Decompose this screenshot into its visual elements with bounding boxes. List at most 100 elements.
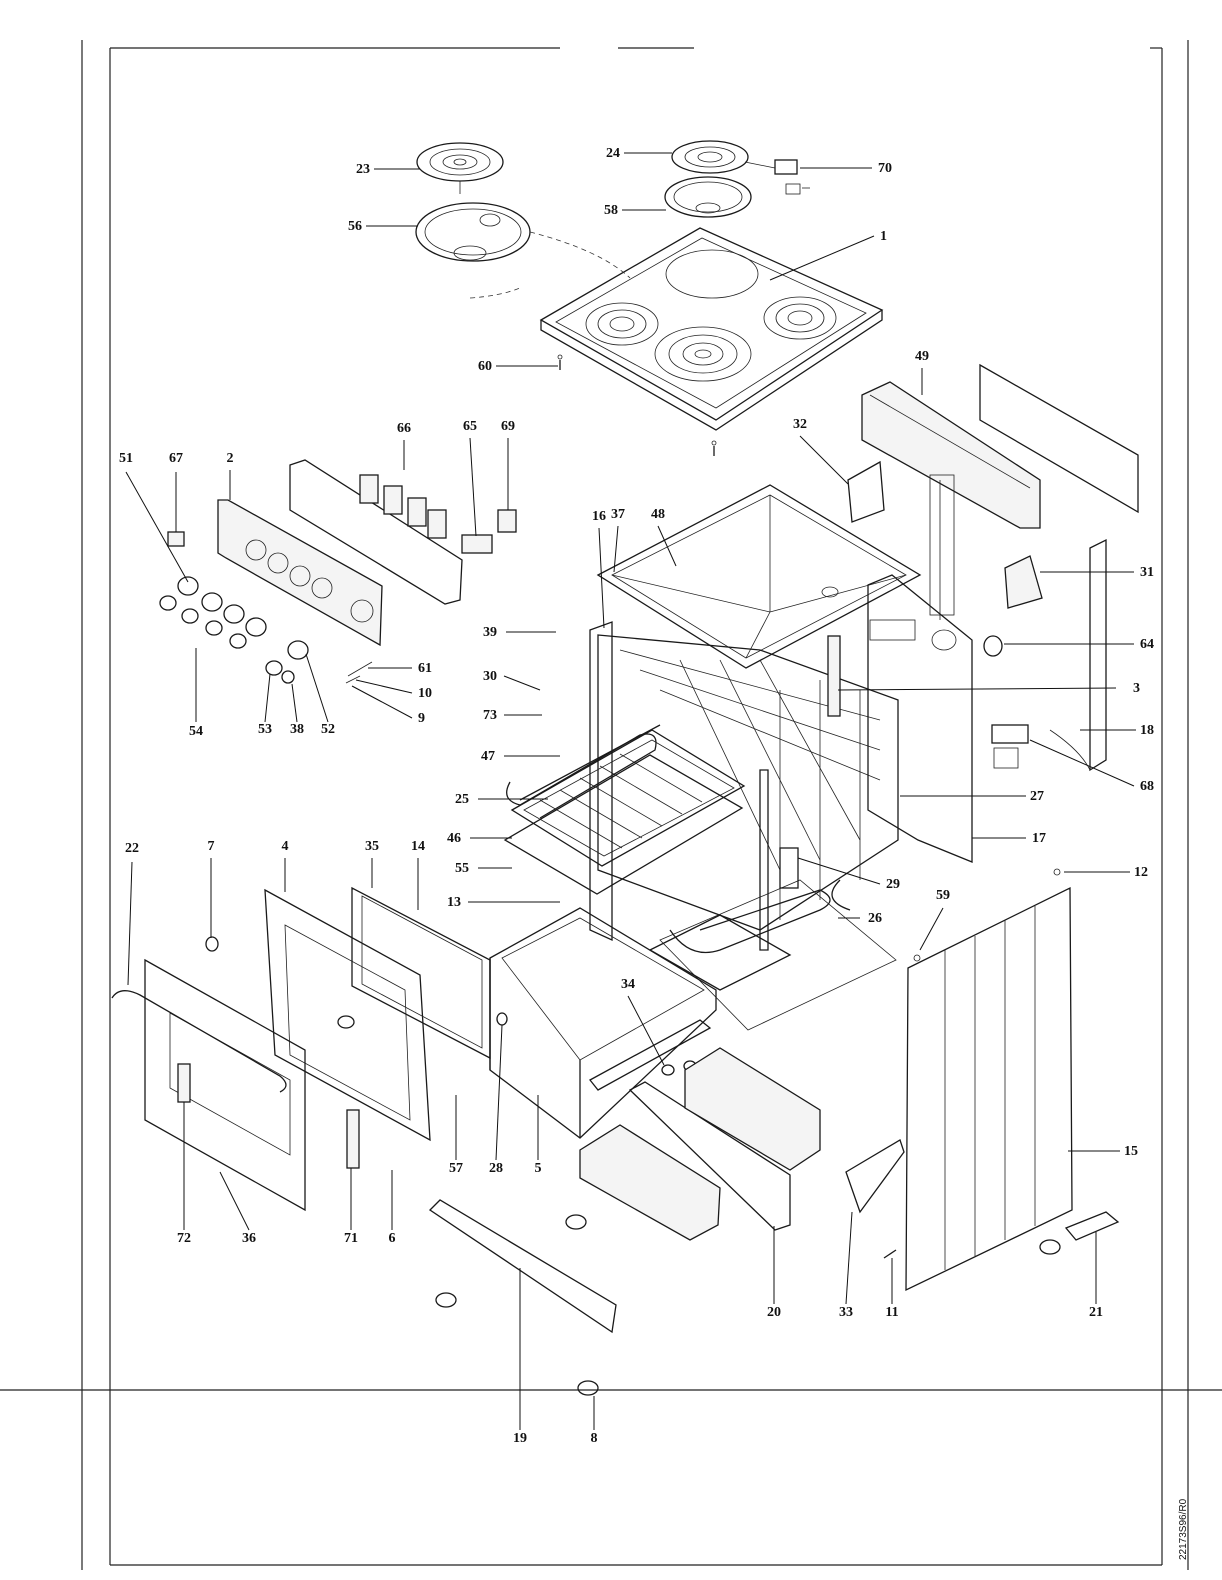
backguard [862,365,1138,615]
assembly-path-2 [470,288,520,298]
leader-line-65 [470,438,476,536]
callout-20: 20 [767,1305,781,1320]
callout-39: 39 [483,625,497,640]
callout-8: 8 [591,1431,598,1446]
oven-liner-insulation [598,635,898,930]
door-hinge-right [347,1110,359,1168]
callout-17: 17 [1032,831,1046,846]
callout-26: 26 [868,911,882,926]
drip-bowl-large [416,203,530,261]
oven-racks [505,730,744,894]
callout-12: 12 [1134,865,1148,880]
assembly-path-1 [530,232,630,278]
door-hinge-left [178,1064,190,1102]
callout-10: 10 [418,686,432,701]
side-panel-left [906,888,1072,1290]
callout-47: 47 [481,749,495,764]
callout-59: 59 [936,888,950,903]
leveling-leg [436,1215,1060,1395]
callout-64: 64 [1140,637,1154,652]
door-stop [206,937,507,1025]
callout-7: 7 [208,839,215,854]
callout-27: 27 [1030,789,1044,804]
callout-22: 22 [125,841,139,856]
callout-13: 13 [447,895,461,910]
callout-37: 37 [611,507,625,522]
callout-5: 5 [535,1161,542,1176]
small-wire [346,662,372,683]
callout-36: 36 [242,1231,256,1246]
leveling-bracket [1066,1212,1118,1240]
callout-53: 53 [258,722,272,737]
oven-light [984,636,1002,656]
leader-line-34 [628,996,664,1065]
callout-19: 19 [513,1431,527,1446]
callout-1: 1 [880,229,887,244]
leader-line-48 [658,526,676,566]
leader-line-33 [846,1212,852,1304]
leader-line-51 [126,472,188,582]
storage-box-lower [580,1125,720,1240]
callout-3: 3 [1133,681,1140,696]
callout-14: 14 [411,839,425,854]
thermostat [498,510,516,532]
callout-2: 2 [227,451,234,466]
door-handle [112,991,286,1092]
callout-28: 28 [489,1161,503,1176]
callout-34: 34 [621,977,635,992]
surface-element-small [672,141,775,173]
callout-73: 73 [483,708,497,723]
control-panel [218,500,382,645]
leader-line-32 [800,436,848,484]
callout-35: 35 [365,839,379,854]
door-glass [352,888,490,1058]
callout-4: 4 [282,839,289,854]
callout-66: 66 [397,421,411,436]
callout-15: 15 [1124,1144,1138,1159]
leader-line-36 [220,1172,249,1230]
anti-tip-screw [884,869,1060,1258]
backguard-bracket [848,462,884,522]
callout-18: 18 [1140,723,1154,738]
leader-line-10 [356,680,412,693]
oven-front-frame [590,622,768,950]
terminal-block [775,160,810,194]
callout-55: 55 [455,861,469,876]
callout-21: 21 [1089,1305,1103,1320]
callout-70: 70 [878,161,892,176]
indicator-light [462,535,492,553]
callout-6: 6 [389,1231,396,1246]
callout-65: 65 [463,419,477,434]
callout-60: 60 [478,359,492,374]
terminal-clip [992,725,1028,768]
callout-31: 31 [1140,565,1154,580]
callout-38: 38 [290,722,304,737]
callout-25: 25 [455,792,469,807]
leader-line-3 [838,688,1116,690]
callout-11: 11 [885,1305,898,1320]
callout-30: 30 [483,669,497,684]
cooktop-top-panel [541,228,882,430]
drip-bowl-small [665,177,751,217]
wiring-cover [1005,556,1042,608]
callout-52: 52 [321,722,335,737]
oven-vent-tube [828,636,840,716]
callout-56: 56 [348,219,362,234]
callout-49: 49 [915,349,929,364]
surface-element-large [417,143,503,194]
callout-54: 54 [189,724,203,739]
leader-line-28 [496,1025,502,1160]
oven-top-pan [598,485,920,668]
callout-61: 61 [418,661,432,676]
callout-51: 51 [119,451,133,466]
oven-bottom [660,880,896,1030]
callout-72: 72 [177,1231,191,1246]
callout-24: 24 [606,146,620,161]
callout-29: 29 [886,877,900,892]
callout-9: 9 [418,711,425,726]
callout-33: 33 [839,1305,853,1320]
leader-line-22 [128,862,132,985]
callout-23: 23 [356,162,370,177]
